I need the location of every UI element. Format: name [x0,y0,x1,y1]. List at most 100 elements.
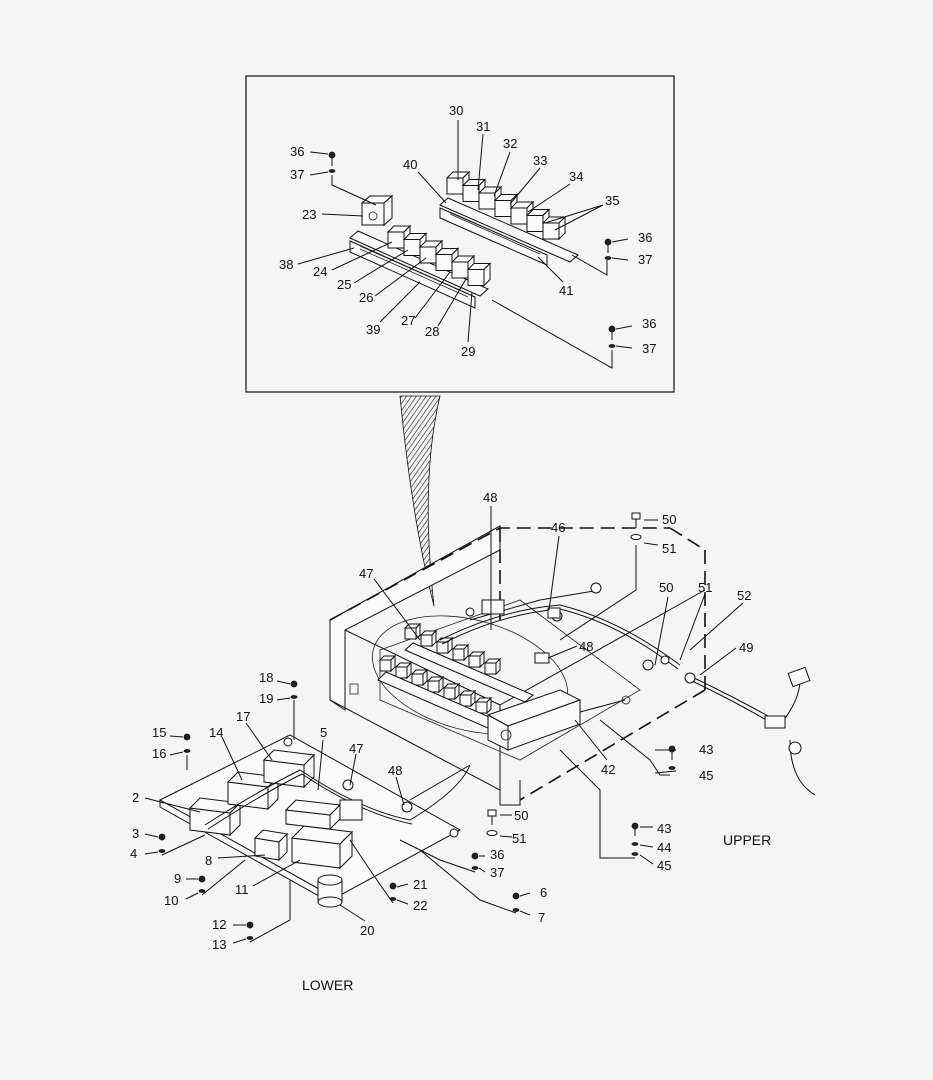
callout-48-b: 48 [579,639,593,654]
callout-38: 38 [279,257,293,272]
control-module [253,829,289,862]
callout-37-a: 37 [290,167,304,182]
callout-36-c: 36 [642,316,656,331]
lower-relay-row [349,224,492,309]
callout-14: 14 [209,725,223,740]
lower-leaders [144,680,531,944]
lower-fasteners [158,680,520,940]
callout-2: 2 [132,790,139,805]
zoom-pointer [399,395,441,607]
callout-36-a: 36 [290,144,304,159]
callout-51-c: 51 [512,831,526,846]
callout-42: 42 [601,762,615,777]
control-module [262,749,316,789]
callout-51-a: 51 [662,541,676,556]
callout-12: 12 [212,917,226,932]
callout-26: 26 [359,290,373,305]
callout-41: 41 [559,283,573,298]
callout-33: 33 [533,153,547,168]
harness [439,589,816,796]
callout-31: 31 [476,119,490,134]
part-20 [317,874,343,908]
relay [394,661,413,680]
inset-leaders [297,120,633,369]
callout-28: 28 [425,324,439,339]
callout-43-b: 43 [657,821,671,836]
callout-40: 40 [403,157,417,172]
callout-30: 30 [449,103,463,118]
upper-leaders [373,506,744,865]
caption-upper: UPPER [723,832,771,848]
callout-20: 20 [360,923,374,938]
relay [426,675,445,694]
callout-10: 10 [164,893,178,908]
callout-32: 32 [503,136,517,151]
callout-34: 34 [569,169,583,184]
callout-36-b: 36 [638,230,652,245]
control-module [290,825,354,870]
relay [474,696,493,715]
relay [442,682,461,701]
callout-16: 16 [152,746,166,761]
callout-45-a: 45 [699,768,713,783]
callout-25: 25 [337,277,351,292]
relay-23 [360,194,394,227]
callout-21: 21 [413,877,427,892]
relay [467,650,486,669]
grommet [788,741,802,755]
callout-47-b: 47 [349,741,363,756]
callout-7: 7 [538,910,545,925]
callout-35: 35 [605,193,619,208]
callout-50-c: 50 [514,808,528,823]
callout-48-c: 48 [388,763,402,778]
control-module [284,799,342,831]
callout-11: 11 [235,882,249,897]
upper-relay-row [439,170,579,266]
callout-47-a: 47 [359,566,373,581]
callout-19: 19 [259,691,273,706]
lower-assembly: 18 19 15 16 14 17 5 47 48 2 3 4 8 9 10 1… [130,670,671,952]
callout-15: 15 [152,725,166,740]
callout-23: 23 [302,207,316,222]
callout-36-d: 36 [490,847,504,862]
relay [419,629,438,648]
callout-6: 6 [540,885,547,900]
fuse-block-42 [486,689,631,751]
relay [483,657,502,676]
callout-3: 3 [132,826,139,841]
callout-50-b: 50 [659,580,673,595]
callout-27: 27 [401,313,415,328]
callout-52: 52 [737,588,751,603]
callout-8: 8 [205,853,212,868]
callout-4: 4 [130,846,137,861]
callout-29: 29 [461,344,475,359]
relay [451,643,470,662]
upper-fasteners [486,512,676,856]
callout-39: 39 [366,322,380,337]
inset-detail: 30 31 32 33 34 35 36 37 40 23 38 24 25 2… [245,75,675,393]
caption-lower: LOWER [302,977,353,993]
callout-46: 46 [551,520,565,535]
relay-small [339,799,363,821]
callout-50-a: 50 [662,512,676,527]
inset-fasteners [328,151,616,348]
callout-17: 17 [236,709,250,724]
callout-5: 5 [320,725,327,740]
upper-assembly: 48 46 50 51 47 50 51 52 48 49 42 43 45 [329,490,816,865]
callout-22: 22 [413,898,427,913]
callout-37-c: 37 [642,341,656,356]
callout-51-b: 51 [698,580,712,595]
connector-49 [787,666,811,688]
callout-37-d: 37 [490,865,504,880]
callout-45-b: 45 [657,858,671,873]
callout-18: 18 [259,670,273,685]
callout-13: 13 [212,937,226,952]
relay [410,668,429,687]
inset-frame [245,75,675,393]
callout-48-a: 48 [483,490,497,505]
callout-44: 44 [657,840,671,855]
callout-49: 49 [739,640,753,655]
callout-43-a: 43 [699,742,713,757]
relay [458,689,477,708]
